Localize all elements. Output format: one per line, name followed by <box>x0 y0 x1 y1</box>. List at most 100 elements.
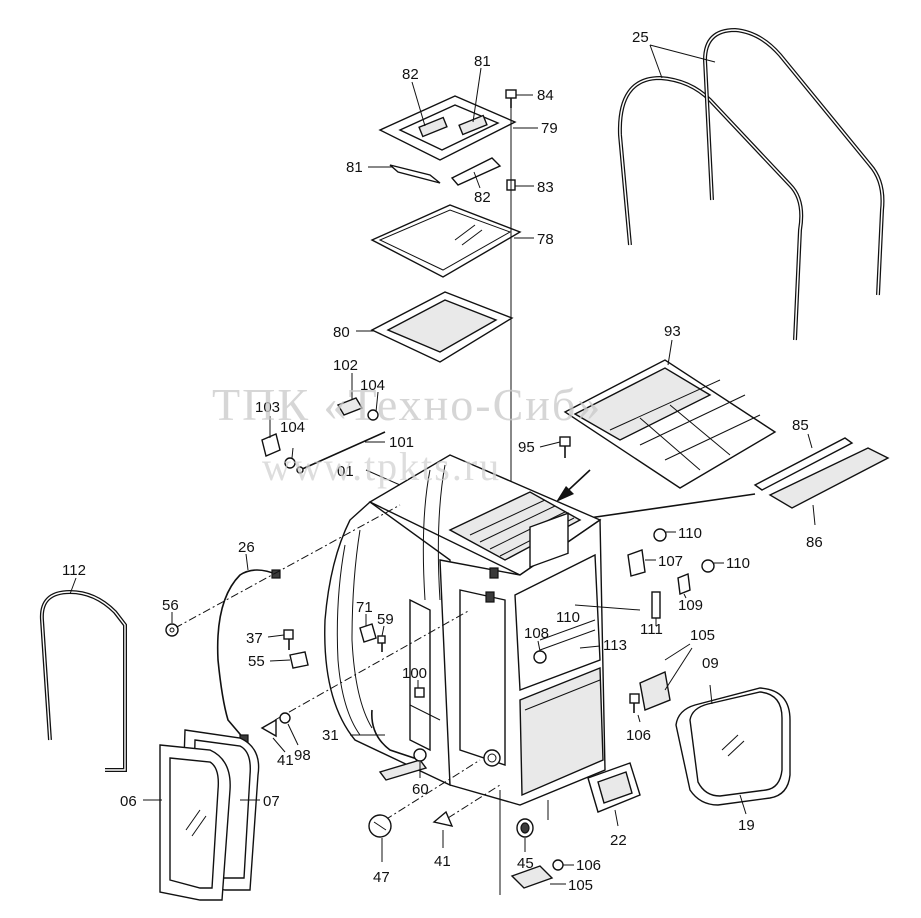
strip-86 <box>768 447 890 509</box>
bracket-103 <box>261 433 281 457</box>
bracket-102 <box>336 397 364 416</box>
axis-47 <box>384 759 481 821</box>
label-07: 07 <box>263 793 280 810</box>
label-95: 95 <box>518 439 535 456</box>
label-106a: 106 <box>626 727 651 744</box>
bolt-110a <box>653 528 667 542</box>
cab-frame-01 <box>324 454 606 806</box>
label-100: 100 <box>402 665 427 682</box>
label-22: 22 <box>610 832 627 849</box>
label-105b: 105 <box>568 877 593 894</box>
clip-55 <box>289 651 309 669</box>
label-56: 56 <box>162 597 179 614</box>
label-108: 108 <box>524 625 549 642</box>
leader-41a <box>272 737 286 753</box>
clip-109 <box>677 573 691 595</box>
label-86: 86 <box>806 534 823 551</box>
label-83: 83 <box>537 179 554 196</box>
bolt-100 <box>414 687 425 698</box>
bracket-107 <box>627 549 646 577</box>
label-19: 19 <box>738 817 755 834</box>
label-59: 59 <box>377 611 394 628</box>
label-25: 25 <box>632 29 649 46</box>
leader-106a <box>637 714 641 723</box>
leader-22 <box>614 809 619 827</box>
label-82b: 82 <box>474 189 491 206</box>
leader-82b <box>473 171 481 189</box>
arrow-86 <box>574 493 756 521</box>
label-01: 01 <box>337 463 354 480</box>
label-112: 112 <box>62 562 86 579</box>
leader-55 <box>269 659 291 662</box>
label-109: 109 <box>678 597 703 614</box>
axis-41 <box>274 609 471 721</box>
grommet-45 <box>516 818 534 838</box>
leader-25 <box>649 44 716 79</box>
label-111: 111 <box>640 621 663 638</box>
label-81b: 81 <box>346 159 363 176</box>
label-107: 107 <box>658 553 683 570</box>
label-98: 98 <box>294 747 311 764</box>
leader-109 <box>683 593 687 599</box>
label-102: 102 <box>333 357 358 374</box>
window-06 <box>159 744 231 901</box>
label-60: 60 <box>412 781 429 798</box>
bracket-105b <box>510 865 554 889</box>
leader-108 <box>537 640 541 652</box>
rod-101 <box>296 431 386 474</box>
label-104b: 104 <box>280 419 305 436</box>
strip-85 <box>753 437 854 491</box>
screw-59 <box>377 635 386 652</box>
plug-41b <box>432 810 454 827</box>
leader-86 <box>812 504 816 526</box>
roof-cover-93 <box>563 359 777 489</box>
label-103: 103 <box>255 399 280 416</box>
label-104a: 104 <box>360 377 385 394</box>
bolt-104b <box>284 457 296 469</box>
bolt-84 <box>505 89 517 108</box>
seal-112 <box>39 589 127 772</box>
leader-98 <box>287 723 299 746</box>
leader-105a-2 <box>664 647 693 691</box>
top-frame-79 <box>378 95 517 161</box>
leader-95 <box>539 441 561 448</box>
seal-25 <box>617 27 885 341</box>
label-26: 26 <box>238 539 255 556</box>
label-47: 47 <box>373 869 390 886</box>
leader-82a <box>411 81 426 127</box>
leader-59 <box>381 625 385 637</box>
label-101: 101 <box>389 434 414 451</box>
label-78: 78 <box>537 231 554 248</box>
bolt-95 <box>559 436 571 458</box>
arrow-head-93 <box>556 486 574 502</box>
label-110a: 110 <box>678 525 702 542</box>
bolt-106b <box>552 859 564 871</box>
leader-93 <box>667 339 673 366</box>
leader-37 <box>267 634 285 638</box>
bolt-37 <box>283 629 294 650</box>
label-81a: 81 <box>474 53 491 70</box>
leader-112 <box>69 577 77 595</box>
watermark-title: ТПК «Техно-Сиб» <box>212 379 602 430</box>
leader-85 <box>807 433 813 449</box>
label-45: 45 <box>517 855 534 872</box>
washer-98 <box>279 712 291 724</box>
clip-71 <box>359 623 377 643</box>
label-37: 37 <box>246 630 263 647</box>
axis-110c <box>574 604 641 611</box>
label-105a: 105 <box>690 627 715 644</box>
part-60 <box>378 748 428 781</box>
label-110c: 110 <box>556 609 580 626</box>
axis-56 <box>174 504 401 629</box>
label-106b: 106 <box>576 857 601 874</box>
label-79: 79 <box>541 120 558 137</box>
leader-105a-1 <box>664 643 691 661</box>
bolt-104a <box>367 409 379 421</box>
axis-41b <box>447 784 501 819</box>
label-09: 09 <box>702 655 719 672</box>
bolt-106a <box>629 693 640 713</box>
label-85: 85 <box>792 417 809 434</box>
leader-01 <box>365 469 401 486</box>
leader-81a <box>472 67 482 123</box>
